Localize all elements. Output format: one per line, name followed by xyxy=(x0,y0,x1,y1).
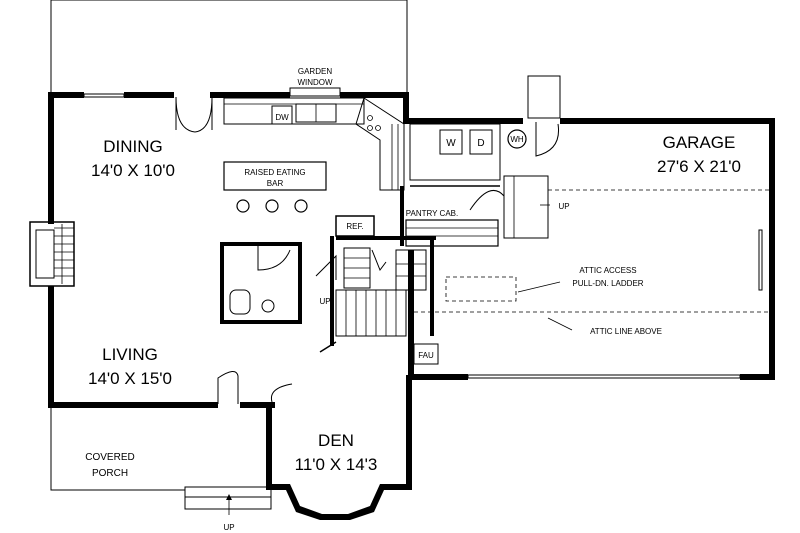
kitchen-counters xyxy=(223,97,405,191)
water-heater xyxy=(507,129,527,149)
french-doors xyxy=(175,96,213,133)
interior-walls xyxy=(330,186,436,346)
living-name: LIVING xyxy=(102,345,158,364)
pantry-label: PANTRY CAB. xyxy=(406,209,458,218)
fau-unit xyxy=(413,343,439,365)
garden-window xyxy=(289,87,341,97)
water-heater-label: WH xyxy=(510,135,524,144)
rear-deck xyxy=(50,0,408,94)
den-name: DEN xyxy=(318,431,354,450)
garage-name: GARAGE xyxy=(663,133,736,152)
garden-window-label-1: GARDEN xyxy=(298,67,332,76)
exterior-walls xyxy=(48,92,775,520)
up-stair-label: UP xyxy=(319,297,330,306)
dining-name: DINING xyxy=(103,137,163,156)
covered-porch xyxy=(50,405,272,510)
chimney-box xyxy=(527,75,561,157)
living-size: 14'0 X 15'0 xyxy=(88,369,172,388)
den-size: 11'0 X 14'3 xyxy=(295,455,378,474)
raised-bar-label-2: BAR xyxy=(267,179,284,188)
garage-dashed-lines xyxy=(414,189,775,331)
staircase xyxy=(315,247,427,337)
ref-label: REF. xyxy=(346,222,363,231)
attic-line-label: ATTIC LINE ABOVE xyxy=(590,327,662,336)
dining-size: 14'0 X 10'0 xyxy=(91,161,175,180)
washer-label: W xyxy=(446,138,456,149)
attic-access-label-1: ATTIC ACCESS xyxy=(579,266,636,275)
fireplace xyxy=(29,221,75,287)
den-door xyxy=(270,341,337,403)
up-porch-label: UP xyxy=(223,523,234,532)
laundry-area xyxy=(409,123,501,187)
garage-entry-steps xyxy=(469,175,549,239)
porch-label-1: COVERED xyxy=(85,452,134,463)
raised-bar-label-1: RAISED EATING xyxy=(244,168,305,177)
porch-label-2: PORCH xyxy=(92,468,128,479)
pantry-cabinet xyxy=(405,219,499,247)
attic-access-label-2: PULL-DN. LADDER xyxy=(572,279,643,288)
up-arrows xyxy=(226,204,550,515)
garden-window-label-2: WINDOW xyxy=(297,78,333,87)
dryer-label: D xyxy=(477,138,484,149)
fau-label: FAU xyxy=(418,351,434,360)
up-garage-label: UP xyxy=(558,202,569,211)
raised-eating-bar xyxy=(223,161,327,213)
garage-size: 27'6 X 21'0 xyxy=(657,157,741,176)
windows xyxy=(49,93,763,379)
front-door xyxy=(217,371,239,404)
dishwasher-label: DW xyxy=(275,113,289,122)
powder-room xyxy=(220,242,302,324)
